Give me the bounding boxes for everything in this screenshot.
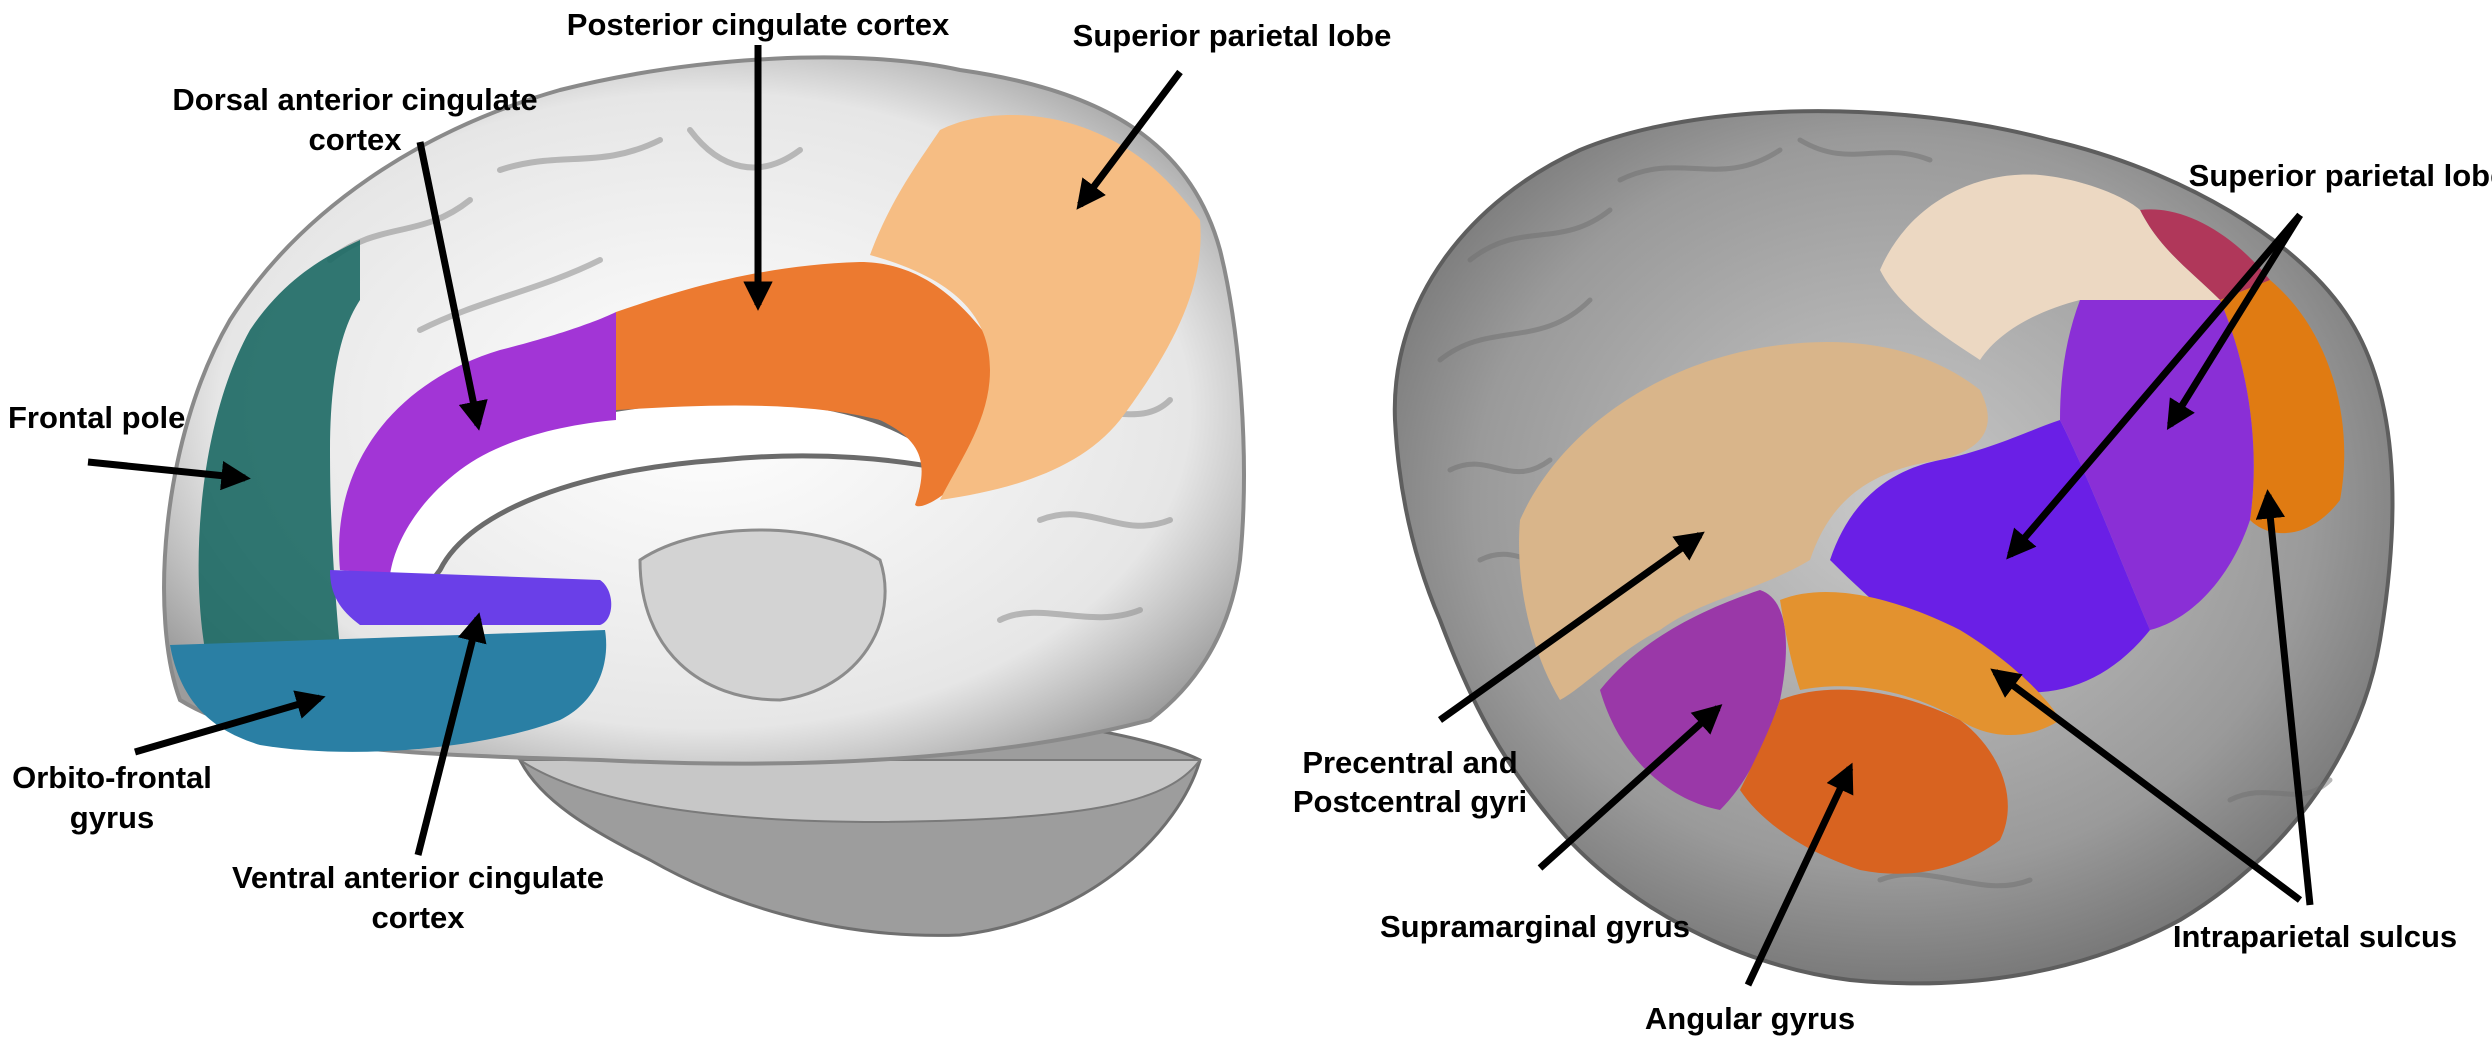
label-precentral-line2: Postcentral gyri: [1293, 784, 1527, 819]
label-precentral-line1: Precentral and: [1302, 745, 1517, 780]
label-dorsal-anterior-cingulate-line2: cortex: [308, 122, 402, 157]
label-ventral-anterior-cingulate-line1: Ventral anterior cingulate: [232, 860, 604, 895]
label-orbito-frontal-line2: gyrus: [70, 800, 154, 835]
right-lateral-brain: [1395, 111, 2393, 983]
label-superior-parietal-left: Superior parietal lobe: [1073, 18, 1392, 53]
label-frontal-pole: Frontal pole: [8, 400, 185, 435]
label-angular: Angular gyrus: [1645, 1001, 1855, 1036]
label-orbito-frontal-line1: Orbito-frontal: [12, 760, 212, 795]
label-dorsal-anterior-cingulate-line1: Dorsal anterior cingulate: [172, 82, 537, 117]
left-sagittal-brain: [164, 57, 1244, 935]
label-superior-parietal-right: Superior parietal lobe: [2189, 158, 2492, 193]
label-intraparietal: Intraparietal sulcus: [2173, 919, 2457, 954]
label-ventral-anterior-cingulate-line2: cortex: [371, 900, 465, 935]
label-posterior-cingulate: Posterior cingulate cortex: [567, 7, 950, 42]
label-supramarginal: Supramarginal gyrus: [1380, 909, 1690, 944]
